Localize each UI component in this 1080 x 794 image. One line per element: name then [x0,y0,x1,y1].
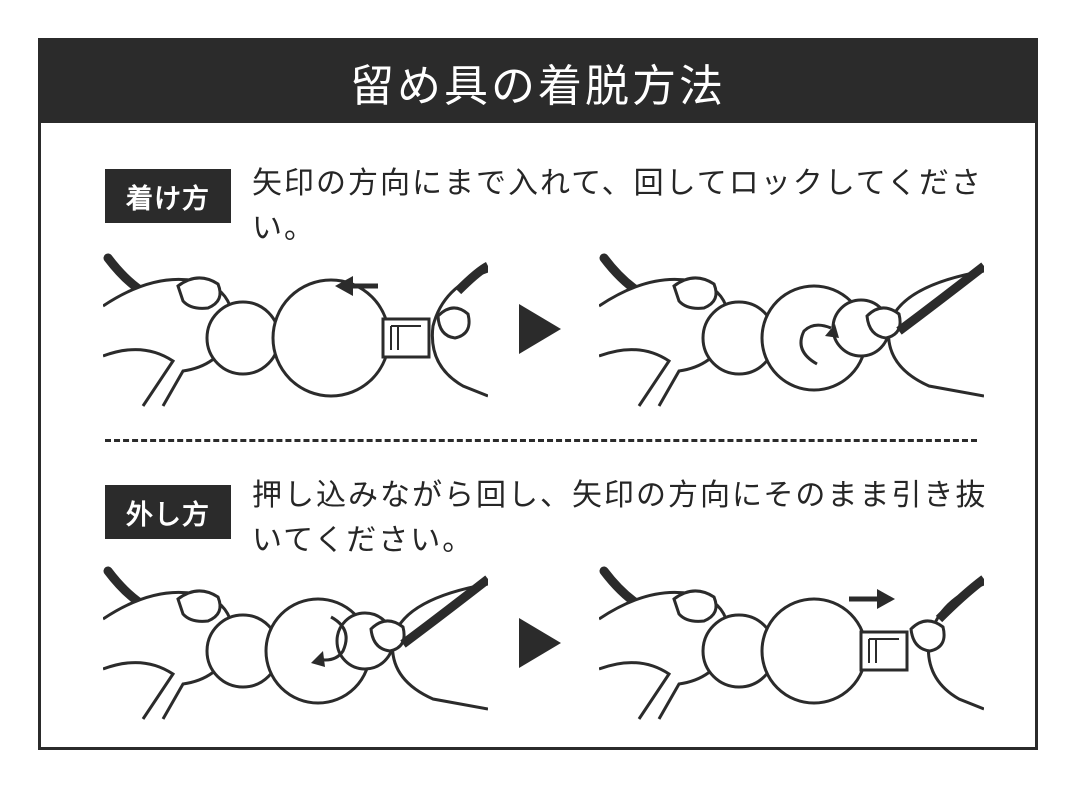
rotate-arrow-icon [311,615,348,667]
detach-step2-illustration [599,566,984,720]
title-bar: 留め具の着脱方法 [41,41,1035,123]
detach-step1-illustration [103,566,488,720]
section-divider [105,439,977,442]
attach-step1-illustration [103,253,488,407]
rotate-arrow-icon [799,323,839,366]
page-title: 留め具の着脱方法 [350,61,726,112]
left-arrow-icon [335,276,378,296]
attach-badge: 着け方 [105,169,231,223]
right-arrow-icon [849,589,895,609]
play-arrow-icon [519,618,561,668]
instruction-card: 留め具の着脱方法 着け方 矢印の方向にまで入れて、回してロックしてください。 [38,38,1038,750]
detach-badge: 外し方 [105,485,231,539]
attach-step2-illustration [599,253,984,407]
play-arrow-icon [519,304,561,354]
detach-description: 押し込みながら回し、矢印の方向にそのまま引き抜いてください。 [252,478,988,558]
attach-description: 矢印の方向にまで入れて、回してロックしてください。 [252,166,983,246]
